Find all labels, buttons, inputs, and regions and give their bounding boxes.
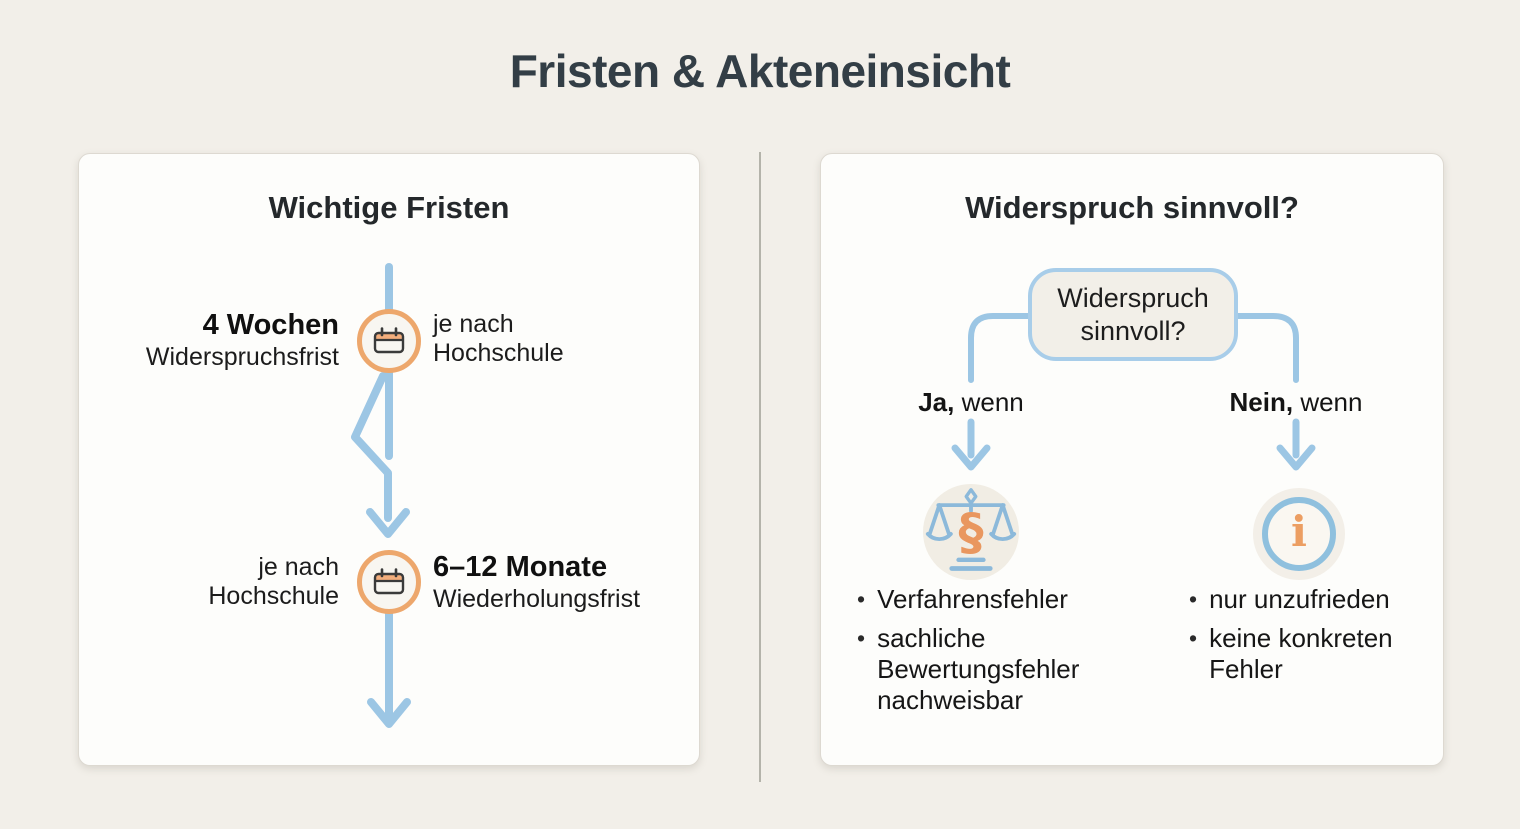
page-title: Fristen & Akteneinsicht [509, 45, 1011, 97]
info-icon: i [1253, 488, 1345, 580]
scales-glyph [925, 488, 1017, 571]
timeline-item-2-note: je nach Hochschule [119, 553, 339, 611]
arrow-down-icon [1276, 444, 1316, 471]
info-icon-ring: i [1262, 497, 1336, 571]
bullet-text: Verfahrensfehler [877, 584, 1068, 614]
list-item: • keine konkreten Fehler [1189, 623, 1419, 685]
left-panel-card: Wichtige Fristen 4 Wochen Widerspruchs [78, 153, 700, 766]
calendar-icon [357, 309, 421, 373]
decision-box: Widerspruch sinnvoll? [1028, 268, 1238, 361]
deadline-label: Wiederholungsfrist [433, 585, 641, 613]
branch-label-rest: wenn [1293, 387, 1363, 417]
decision-box-line: sinnvoll? [1080, 316, 1186, 346]
bullet-marker: • [1189, 586, 1198, 612]
deadline-value: 4 Wochen [202, 309, 339, 341]
branch-connector [1233, 313, 1299, 383]
note-line: Hochschule [208, 582, 339, 610]
list-item: • nur unzufrieden [1189, 584, 1419, 615]
list-item: • sachliche Bewertungsfehler nachweisbar [857, 623, 1117, 716]
deadline-value: 6–12 Monate [433, 551, 608, 583]
bullet-text: keine konkreten Fehler [1209, 623, 1393, 684]
info-symbol: i [1291, 507, 1307, 556]
decision-box-line: Widerspruch [1057, 283, 1209, 313]
right-panel-title: Widerspruch sinnvoll? [965, 190, 1299, 225]
deadline-label: Widerspruchsfrist [145, 343, 339, 371]
left-panel-title: Wichtige Fristen [268, 190, 510, 225]
scales-icon: § [923, 484, 1019, 580]
calendar-icon [357, 550, 421, 614]
bullet-text: nur unzufrieden [1209, 584, 1390, 614]
calendar-glyph [373, 568, 405, 595]
paragraph-symbol: § [958, 503, 984, 561]
branch-label-bold: Ja, [918, 387, 955, 417]
timeline-item-1-note: je nach Hochschule [433, 310, 683, 368]
branch-label-rest: wenn [954, 387, 1024, 417]
arrow-down-icon [951, 444, 991, 471]
bullet-marker: • [1189, 625, 1198, 651]
timeline-connector-graphic [351, 263, 411, 728]
note-line: Hochschule [433, 339, 564, 367]
branch-yes-label: Ja, wenn [881, 387, 1061, 418]
branch-label-bold: Nein, [1229, 387, 1294, 417]
arrow-down-icon [366, 508, 410, 538]
timeline-zigzag [351, 372, 392, 522]
timeline-item-1-text: 4 Wochen Widerspruchsfrist [119, 308, 339, 373]
note-line: je nach [258, 553, 339, 581]
panel-divider [759, 152, 761, 782]
decision-tree-connector-graphic [951, 313, 1316, 471]
list-item: • Verfahrensfehler [857, 584, 1117, 615]
calendar-glyph [373, 327, 405, 354]
arrow-down-icon [367, 698, 411, 728]
branch-yes-bullets: • Verfahrensfehler • sachliche Bewertung… [857, 584, 1117, 724]
timeline-item-2-text: 6–12 Monate Wiederholungsfrist [433, 550, 683, 615]
bullet-marker: • [857, 625, 866, 651]
bullet-marker: • [857, 586, 866, 612]
note-line: je nach [433, 310, 514, 338]
branch-no-label: Nein, wenn [1206, 387, 1386, 418]
branch-no-bullets: • nur unzufrieden • keine konkreten Fehl… [1189, 584, 1419, 693]
right-panel-card: Widerspruch sinnvoll? Widerspruch sinnvo… [820, 153, 1444, 766]
branch-connector [968, 313, 1033, 383]
bullet-text: sachliche Bewertungsfehler nachweisbar [877, 623, 1080, 715]
